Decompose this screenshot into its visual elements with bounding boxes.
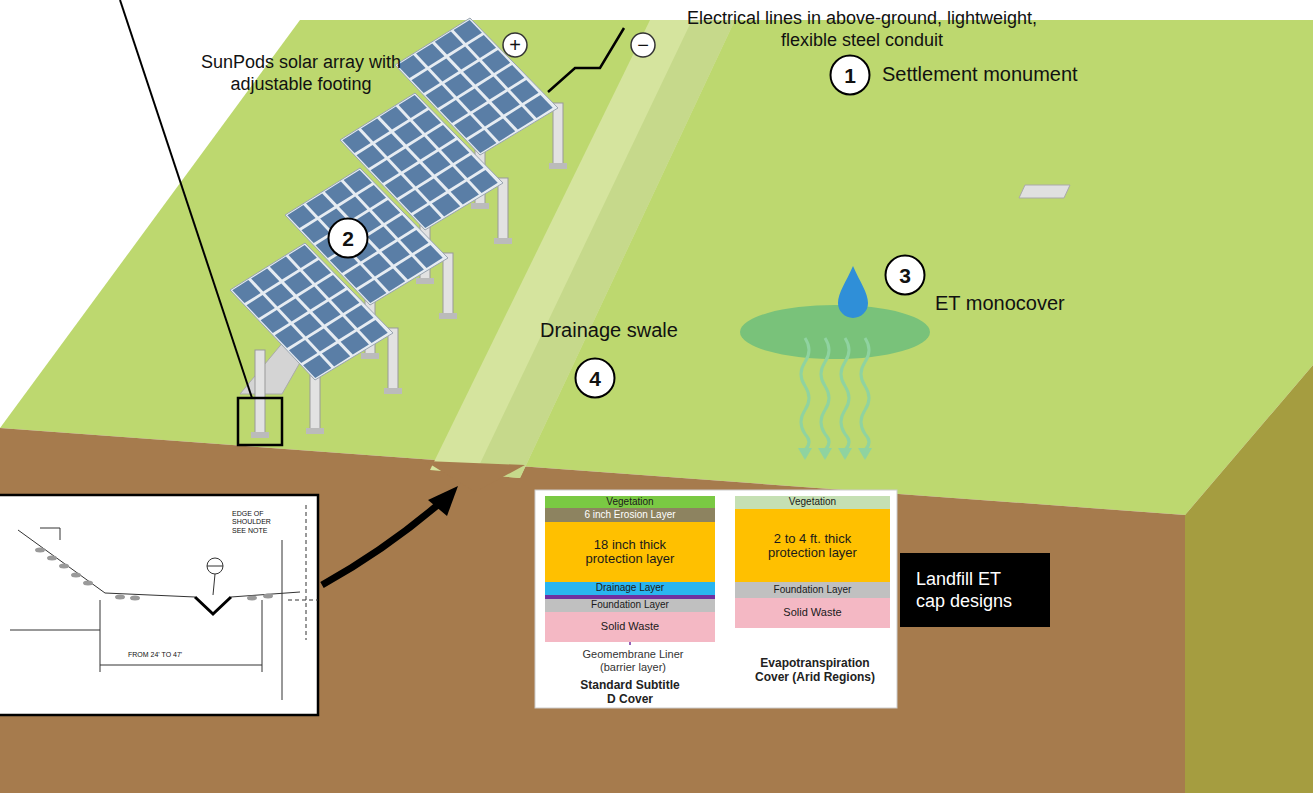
positive-terminal xyxy=(503,33,527,57)
cap-layer: Vegetation xyxy=(735,496,890,509)
cap-layer: Foundation Layer xyxy=(545,599,715,612)
array-post xyxy=(553,103,563,165)
layer-label: Solid Waste xyxy=(783,607,841,619)
ground-side-face xyxy=(1185,365,1313,793)
solar-panel xyxy=(340,93,503,230)
dimension-text: FROM 24' TO 47' xyxy=(128,651,182,659)
post-footing xyxy=(549,163,567,169)
cap-layer: Solid Waste xyxy=(545,612,715,642)
post-footing xyxy=(306,428,324,434)
ground-top-face xyxy=(0,20,1313,515)
callout-outline xyxy=(886,256,925,295)
callout-number-text: 2 xyxy=(342,228,354,249)
post-footing xyxy=(384,388,402,394)
array-post xyxy=(310,375,320,430)
swale-section-drawing xyxy=(10,505,318,700)
annotation: SunPods solar array with adjustable foot… xyxy=(190,52,412,95)
liner-label: Geomembrane Liner (barrier layer) xyxy=(578,648,688,674)
arrowheads xyxy=(798,448,872,460)
callout-label: ET monocover xyxy=(935,291,1065,315)
array-post xyxy=(498,178,508,240)
drawing-note: EDGE OF SHOULDER SEE NOTE xyxy=(232,510,278,535)
cap-layer: Vegetation xyxy=(545,496,715,508)
riprap xyxy=(35,548,273,601)
cap-layer: Solid Waste xyxy=(735,598,890,628)
cap-layer: Foundation Layer xyxy=(735,582,890,598)
solar-panels xyxy=(230,18,558,380)
cap-design-panel xyxy=(535,490,897,708)
solar-panel xyxy=(285,168,448,305)
callout-label: Settlement monument xyxy=(882,62,1078,86)
layer-label: 6 inch Erosion Layer xyxy=(584,510,675,521)
solar-cell xyxy=(524,95,552,118)
post-footing xyxy=(494,238,512,244)
array-post xyxy=(443,253,453,315)
water-drop xyxy=(838,266,868,318)
layer-label: Vegetation xyxy=(789,497,836,508)
cap-design-panel: Standard Subtitle D Cover Evapotranspirat… xyxy=(535,490,897,708)
callout-outline xyxy=(831,56,870,95)
layer-label: Solid Waste xyxy=(601,621,659,633)
callout-number: 2 xyxy=(327,217,369,259)
cap-layer: 6 inch Erosion Layer xyxy=(545,508,715,522)
solar-cell xyxy=(469,170,497,193)
cap-layer: 2 to 4 ft. thick protection layer xyxy=(735,509,890,582)
callout-number: 4 xyxy=(574,357,616,399)
post-footing xyxy=(251,432,269,438)
callout-number: 1 xyxy=(829,54,871,96)
solar-cell xyxy=(359,320,387,343)
post-footing xyxy=(471,203,489,209)
array-post xyxy=(255,350,265,435)
terminal-sign-text: − xyxy=(637,35,649,55)
terminal-sign: + xyxy=(503,33,527,57)
swale-v-ditch xyxy=(195,597,231,614)
callout-number-text: 1 xyxy=(844,65,856,86)
terminal-sign-text: + xyxy=(509,35,521,55)
layer-label: Drainage Layer xyxy=(596,583,664,594)
callout-outline xyxy=(576,359,615,398)
title-box: Landfill ET cap designs xyxy=(900,553,1050,627)
callout-outline xyxy=(329,219,368,258)
cap-layer: Drainage Layer xyxy=(545,582,715,595)
layer-label: Foundation Layer xyxy=(591,600,669,611)
solar-panel xyxy=(230,243,393,380)
cover-type-label: Standard Subtitle D Cover xyxy=(575,678,685,707)
post-footing xyxy=(439,313,457,319)
layer-label: 18 inch thick protection layer xyxy=(570,538,690,565)
callout-number-text: 3 xyxy=(899,265,911,286)
post-footing xyxy=(361,353,379,359)
terminal-sign: − xyxy=(631,33,655,57)
drainage-swale-side xyxy=(475,20,735,478)
callout-number: 3 xyxy=(884,254,926,296)
swale-notch xyxy=(425,461,525,492)
layer-label: Foundation Layer xyxy=(774,585,852,596)
detail-box xyxy=(238,398,282,445)
callout-label: Drainage swale xyxy=(540,318,678,342)
post-footing xyxy=(416,278,434,284)
annotation: Electrical lines in above-ground, lightw… xyxy=(672,8,1052,51)
array-post xyxy=(388,328,398,390)
callout-arrowhead xyxy=(428,486,458,516)
title-box-text: Landfill ET cap designs xyxy=(916,568,1034,613)
negative-terminal xyxy=(631,33,655,57)
et-zone xyxy=(740,305,930,359)
callout-arrow xyxy=(322,503,440,585)
settlement-monument xyxy=(1019,185,1070,198)
callout-number-text: 4 xyxy=(589,368,601,389)
layer-label: 2 to 4 ft. thick protection layer xyxy=(760,532,865,559)
cap-layer: 18 inch thick protection layer xyxy=(545,522,715,582)
conduit-line xyxy=(548,28,624,92)
cover-type-label: Evapotranspiration Cover (Arid Regions) xyxy=(747,656,883,685)
swale-section-inset xyxy=(0,495,318,715)
solar-panel xyxy=(395,18,558,155)
evapotranspiration-arrows xyxy=(801,338,869,450)
layer-label: Vegetation xyxy=(606,497,653,508)
solar-cell xyxy=(414,245,442,268)
